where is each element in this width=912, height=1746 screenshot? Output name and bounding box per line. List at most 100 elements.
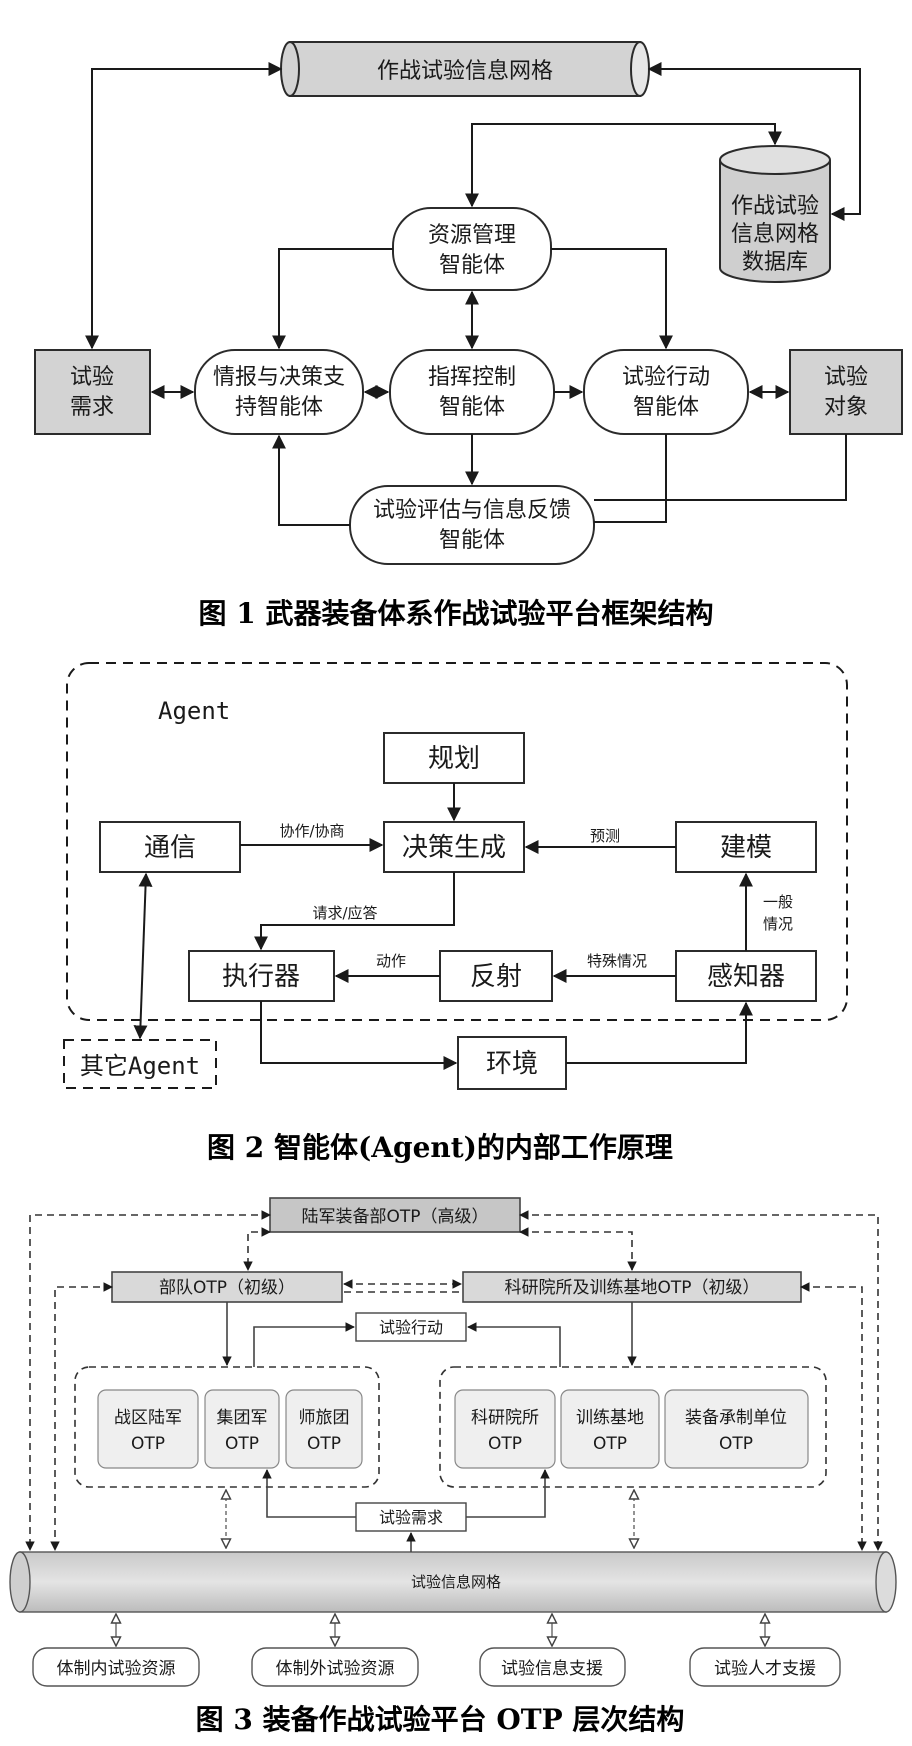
figure-3-caption: 图 3 装备作战试验平台 OTP 层次结构 — [196, 1703, 685, 1736]
left-otp-1-line-2: OTP — [131, 1434, 165, 1454]
action-agent-line-1: 试验行动 — [622, 365, 710, 390]
figure-1-connectors — [85, 62, 861, 526]
label-request: 请求/应答 — [312, 904, 377, 922]
modeling-box: 建模 — [675, 821, 817, 873]
bottom-resource-2-label: 体制外试验资源 — [276, 1659, 395, 1679]
left-mid-label: 部队OTP（初级） — [159, 1278, 295, 1298]
command-agent-line-2: 智能体 — [439, 395, 505, 420]
army-equipment-otp-box: 陆军装备部OTP（高级） — [269, 1197, 521, 1233]
test-object-box: 试验 对象 — [789, 349, 903, 435]
database-line-3: 数据库 — [742, 250, 808, 275]
figure-3: 陆军装备部OTP（高级） 部队OTP（初级） 科研院所及训练基地OTP（初级） … — [9, 1197, 897, 1736]
bottom-resource-4: 试验人才支援 — [689, 1647, 841, 1687]
test-action-box: 试验行动 — [355, 1312, 467, 1342]
bottom-resource-3-label: 试验信息支援 — [501, 1659, 603, 1679]
left-otp-3-line-1: 师旅团 — [299, 1408, 350, 1428]
grid-label-3: 试验信息网格 — [411, 1573, 501, 1591]
test-action-agent: 试验行动 智能体 — [583, 349, 749, 435]
sensor-box: 感知器 — [675, 950, 817, 1002]
left-otp-box-3: 师旅团 OTP — [285, 1389, 363, 1469]
database-line-2: 信息网格 — [731, 222, 819, 247]
planning-label: 规划 — [428, 744, 480, 774]
right-otp-box-3: 装备承制单位 OTP — [664, 1389, 809, 1469]
decision-label: 决策生成 — [402, 833, 506, 863]
label-general-2: 情况 — [763, 915, 793, 933]
figure-3-connectors — [25, 1210, 883, 1646]
test-demand-label: 试验需求 — [379, 1508, 443, 1527]
left-otp-box-2: 集团军 OTP — [204, 1389, 280, 1469]
database-line-1: 作战试验 — [731, 194, 819, 219]
decision-box: 决策生成 — [383, 821, 525, 873]
command-control-agent: 指挥控制 智能体 — [389, 349, 555, 435]
intel-agent-line-1: 情报与决策支 — [213, 365, 345, 390]
agent-label: Agent — [158, 697, 230, 725]
modeling-label: 建模 — [720, 833, 772, 863]
bottom-resource-2: 体制外试验资源 — [251, 1647, 419, 1687]
database-cylinder: 作战试验 信息网格 数据库 — [719, 145, 831, 283]
communication-label: 通信 — [144, 833, 196, 863]
test-demand-box: 试验 需求 — [34, 349, 151, 435]
label-cooperate: 协作/协商 — [279, 822, 344, 840]
resource-agent-line-2: 智能体 — [439, 253, 505, 278]
label-predict: 预测 — [590, 827, 620, 845]
top-label: 陆军装备部OTP（高级） — [301, 1207, 488, 1227]
object-line-1: 试验 — [824, 365, 868, 390]
troop-otp-box: 部队OTP（初级） — [111, 1271, 343, 1303]
object-line-2: 对象 — [824, 395, 868, 420]
right-otp-1-line-1: 科研院所 — [471, 1408, 539, 1428]
environment-label: 环境 — [486, 1049, 538, 1079]
executor-label: 执行器 — [222, 962, 300, 992]
communication-box: 通信 — [99, 821, 241, 873]
command-agent-line-1: 指挥控制 — [428, 365, 516, 390]
left-otp-2-line-1: 集团军 — [217, 1408, 268, 1428]
figure-1: 作战试验信息网格 作战试验 信息网格 数据库 资源管理 智能体 情报与决策支 持… — [34, 41, 903, 630]
left-otp-box-1: 战区陆军 OTP — [97, 1389, 199, 1469]
label-special: 特殊情况 — [587, 952, 647, 970]
right-otp-2-line-2: OTP — [593, 1434, 627, 1454]
bottom-resource-1-label: 体制内试验资源 — [57, 1659, 176, 1679]
left-otp-1-line-1: 战区陆军 — [114, 1408, 182, 1428]
left-otp-2-line-2: OTP — [225, 1434, 259, 1454]
sensor-label: 感知器 — [707, 962, 785, 992]
bottom-resource-3: 试验信息支援 — [479, 1647, 626, 1687]
action-agent-line-2: 智能体 — [633, 395, 699, 420]
evaluation-feedback-agent: 试验评估与信息反馈 智能体 — [349, 485, 595, 565]
environment-box: 环境 — [457, 1036, 567, 1090]
agent-boundary — [66, 662, 848, 1021]
other-agent-label: 其它Agent — [80, 1052, 200, 1080]
figure-1-caption: 图 1 武器装备体系作战试验平台框架结构 — [199, 597, 714, 630]
right-otp-box-2: 训练基地 OTP — [560, 1389, 660, 1469]
right-otp-2-line-1: 训练基地 — [576, 1408, 644, 1428]
figure-2: Agent 规划 决策生成 通信 建模 执行器 反射 感知器 — [63, 662, 848, 1164]
resource-agent-line-1: 资源管理 — [428, 223, 516, 248]
right-otp-box-1: 科研院所 OTP — [454, 1389, 556, 1469]
bottom-resource-1: 体制内试验资源 — [32, 1647, 200, 1687]
demand-line-2: 需求 — [70, 395, 114, 420]
test-demand-box-3: 试验需求 — [355, 1502, 467, 1532]
right-otp-3-line-1: 装备承制单位 — [685, 1408, 787, 1428]
figure-2-caption: 图 2 智能体(Agent)的内部工作原理 — [207, 1131, 673, 1164]
institute-otp-box: 科研院所及训练基地OTP（初级） — [462, 1271, 802, 1303]
test-info-grid-pipe: 试验信息网格 — [9, 1551, 897, 1613]
figure-2-connectors — [133, 783, 753, 1070]
intel-agent-line-2: 持智能体 — [235, 395, 323, 420]
resource-agent: 资源管理 智能体 — [392, 207, 552, 291]
label-action: 动作 — [376, 952, 406, 970]
label-general-1: 一般 — [763, 893, 793, 911]
eval-agent-line-2: 智能体 — [439, 528, 505, 553]
reflex-label: 反射 — [470, 962, 522, 992]
grid-label: 作战试验信息网格 — [377, 59, 553, 84]
executor-box: 执行器 — [188, 950, 335, 1002]
other-agent-box: 其它Agent — [63, 1039, 217, 1089]
planning-box: 规划 — [383, 732, 525, 784]
bottom-resource-4-label: 试验人才支援 — [714, 1659, 816, 1679]
test-action-label: 试验行动 — [379, 1318, 443, 1337]
right-otp-3-line-2: OTP — [719, 1434, 753, 1454]
demand-line-1: 试验 — [70, 365, 114, 390]
combat-test-grid-pipe: 作战试验信息网格 — [280, 41, 650, 97]
reflex-box: 反射 — [439, 950, 553, 1002]
left-otp-3-line-2: OTP — [307, 1434, 341, 1454]
right-otp-1-line-2: OTP — [488, 1434, 522, 1454]
eval-agent-line-1: 试验评估与信息反馈 — [373, 498, 571, 523]
